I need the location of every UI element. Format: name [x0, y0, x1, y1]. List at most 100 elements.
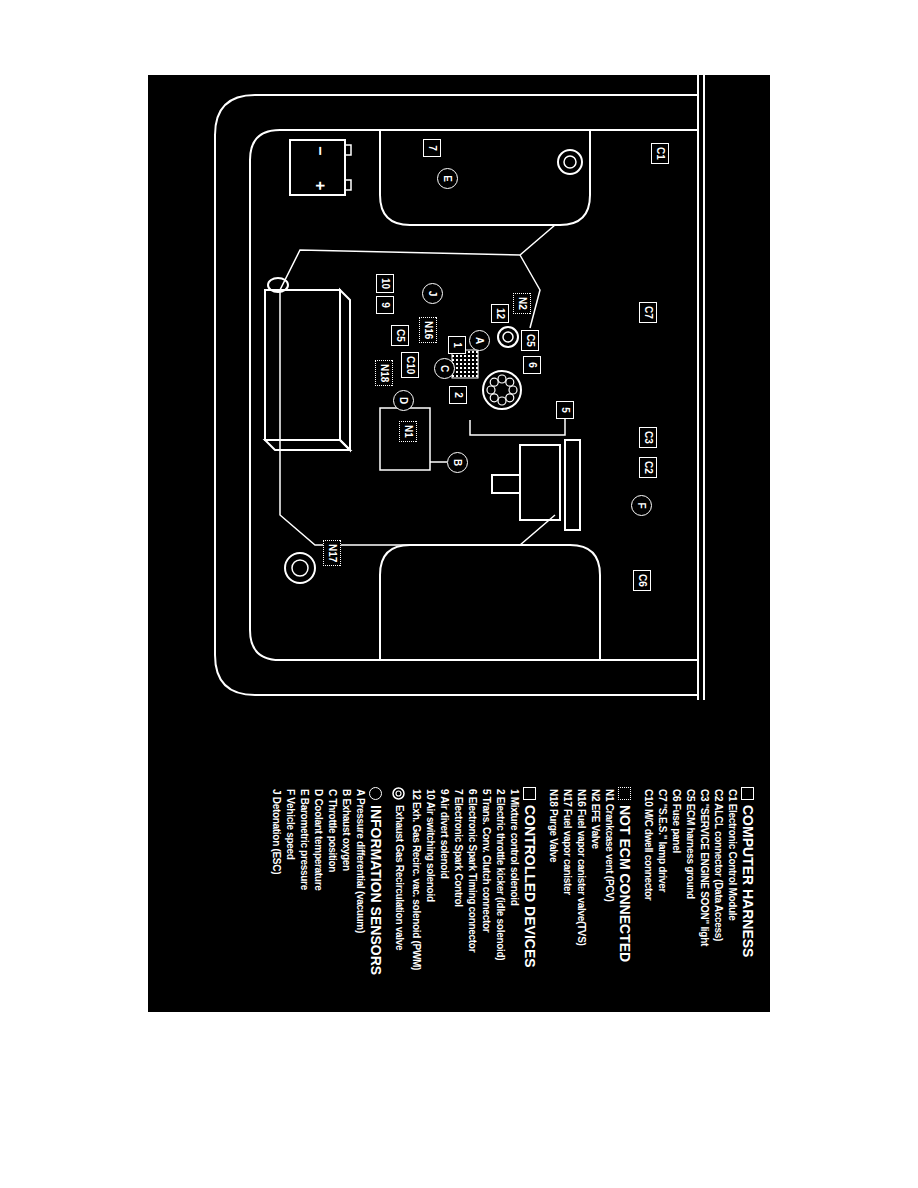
legend-row: COMPUTER HARNESS — [739, 787, 757, 1009]
callout-text: C3 — [642, 431, 654, 444]
callout-text: 6 — [526, 362, 538, 368]
callout-box: C5 — [521, 330, 539, 351]
firewall-line — [697, 75, 699, 700]
carburetor — [452, 350, 478, 378]
alternator-shaft — [492, 475, 520, 493]
air-intake — [268, 278, 288, 292]
air-cleaner — [340, 290, 350, 450]
air-cleaner — [265, 440, 350, 450]
battery — [290, 140, 345, 195]
battery-terminal — [345, 145, 351, 155]
non-ecm-box: N18 — [375, 360, 393, 386]
callout-box: C2 — [639, 457, 657, 478]
callout-box: C6 — [633, 570, 651, 591]
battery-polarity: − — [312, 146, 328, 155]
legend-row: NOT ECM CONNECTED — [616, 787, 634, 1009]
callout-text: C5 — [394, 329, 406, 342]
legend-item: 5 Trans. Conv. Clutch connector — [479, 787, 493, 1009]
non-ecm-box: N16 — [419, 317, 437, 343]
egr-valve-symbol — [498, 327, 518, 347]
legend-text: INFORMATION SENSORS — [367, 805, 385, 975]
callout-text: 9 — [379, 302, 391, 308]
legend-item: B Exhaust oxygen — [339, 787, 353, 1009]
engine-outline — [280, 225, 555, 545]
callout-box: 6 — [523, 356, 541, 374]
legend-item: C3 "SERVICE ENGINE SOON" light — [697, 787, 711, 1009]
callout-text: E — [442, 175, 454, 182]
body-outline — [215, 95, 698, 695]
legend-item: N2 EFE Valve — [588, 787, 602, 1009]
callout-box: C10 — [401, 352, 419, 378]
callout-text: N1 — [402, 425, 414, 438]
diagram-panel: C1C7C3C2FC67EN17109JC5N16C10N18DN1N212C5… — [148, 75, 770, 1012]
non-ecm-box: N1 — [399, 421, 417, 442]
sensor-circle: A — [469, 330, 490, 351]
legend-item: D Coolant temperature — [311, 787, 325, 1009]
inner-outline — [250, 130, 698, 660]
sensor-circle: C — [434, 358, 455, 379]
callout-text: J — [427, 291, 439, 297]
battery-polarity: + — [312, 181, 328, 190]
non-ecm-box: N2 — [513, 293, 531, 314]
legend-row: CONTROLLED DEVICES — [521, 787, 539, 1009]
legend-item: C6 Fuse panel — [669, 787, 683, 1009]
exhaust-manifold — [380, 408, 430, 470]
alternator-pulley — [565, 440, 580, 530]
egr-valve-symbol — [503, 332, 513, 342]
callout-box: C1 — [651, 143, 669, 164]
legend-item: C5 ECM harness ground — [683, 787, 697, 1009]
firewall-line — [703, 75, 705, 700]
legend-text: COMPUTER HARNESS — [739, 805, 757, 957]
legend-row: Exhaust Gas Recirculation valve — [392, 787, 406, 1009]
legend-item: J Detonation (ESC) — [269, 787, 283, 1009]
legend-item: C7 "S.E.S." lamp driver — [655, 787, 669, 1009]
callout-box: 5 — [556, 401, 574, 419]
callout-box: 2 — [449, 386, 467, 404]
vapor-canister — [285, 553, 315, 583]
battery-terminal — [345, 180, 351, 190]
legend-text: CONTROLLED DEVICES — [521, 805, 539, 968]
reservoir — [558, 150, 582, 174]
callout-text: 12 — [494, 308, 506, 319]
callout-text: 10 — [379, 278, 391, 289]
leader-line — [470, 419, 565, 435]
legend-sample — [393, 787, 406, 800]
sensor-circle: J — [422, 283, 443, 304]
legend-item: F Vehicle speed — [283, 787, 297, 1009]
callout-text: 1 — [451, 342, 463, 348]
callout-text: 7 — [426, 145, 438, 151]
legend-item: C Throttle position — [325, 787, 339, 1009]
leader-line — [430, 461, 447, 463]
callout-text: F — [636, 502, 648, 508]
legend-item: N1 Crankcase vent (PCV) — [602, 787, 616, 1009]
callout-text: C — [439, 365, 451, 372]
callout-text: A — [474, 337, 486, 344]
callout-box: C7 — [639, 302, 657, 323]
legend-item: C10 M/C dwell connector — [641, 787, 655, 1009]
legend-item: C2 ALCL connector (Data Access) — [711, 787, 725, 1009]
callout-text: C5 — [524, 334, 536, 347]
callout-text: D — [398, 397, 410, 404]
legend: COMPUTER HARNESSC1 Electronic Control Mo… — [269, 787, 764, 1009]
vapor-canister — [292, 560, 308, 576]
callout-text: N2 — [516, 297, 528, 310]
legend-item: N16 Fuel vapor canister valve(TVS) — [574, 787, 588, 1009]
legend-item: E Barometric pressure — [297, 787, 311, 1009]
callout-text: C10 — [404, 356, 416, 374]
callout-text: 2 — [452, 392, 464, 398]
callout-box: 1 — [448, 336, 466, 354]
legend-item: 6 Electronic Spark Timing connector — [465, 787, 479, 1009]
legend-sample — [370, 787, 383, 800]
legend-item: 12 Exh. Gas Recirc. vac. solenoid (PWM) — [409, 787, 423, 1009]
wheel-well — [380, 130, 590, 225]
sensor-circle: D — [393, 390, 414, 411]
legend-item: 7 Electronic Spark Control — [451, 787, 465, 1009]
legend-text: Exhaust Gas Recirculation valve — [392, 805, 406, 950]
distributor — [483, 371, 521, 409]
reservoir — [564, 156, 576, 168]
callout-box: 9 — [376, 296, 394, 314]
callout-text: N18 — [378, 364, 390, 382]
callout-text: 5 — [559, 407, 571, 413]
legend-item: 9 Air divert solenoid — [437, 787, 451, 1009]
distributor-terminals — [487, 375, 517, 405]
